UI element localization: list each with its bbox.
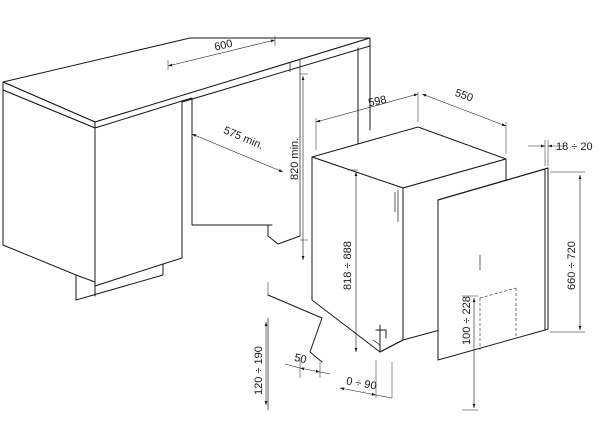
worktop-depth-label: 600 — [213, 38, 234, 54]
niche-height-dimension: 820 min. — [289, 73, 308, 260]
niche-depth-label: 575 min. — [222, 125, 266, 153]
door-height-label: 660 ÷ 720 — [566, 241, 578, 290]
door-height-dimension: 660 ÷ 720 — [550, 171, 585, 333]
plinth-height-dimension: 120 ÷ 190 — [253, 322, 268, 405]
appliance-height-dimension: 818 ÷ 888 — [342, 169, 358, 352]
door-panel — [437, 167, 549, 361]
niche-depth-dimension: 575 min. — [191, 125, 284, 173]
plinth-offset-label: 0 ÷ 90 — [345, 375, 377, 392]
door-thickness-label: 18 ÷ 20 — [556, 141, 593, 153]
appliance-width-dimension: 598 — [315, 92, 419, 150]
appliance-depth-label: 550 — [453, 87, 474, 105]
door-gap-dimension: 100 ÷ 228 — [461, 295, 478, 411]
plinth-detail — [267, 282, 393, 410]
door-thickness-dimension: 18 ÷ 20 — [528, 140, 593, 166]
plinth-depth-label: 50 — [293, 352, 308, 366]
appliance-depth-dimension: 550 — [421, 87, 507, 154]
plinth-depth-dimension: 50 — [284, 352, 331, 375]
plinth-height-label: 120 ÷ 190 — [253, 346, 265, 395]
appliance-width-label: 598 — [367, 94, 387, 110]
plinth-offset-dimension: 0 ÷ 90 — [339, 375, 393, 399]
kitchen-cabinet — [2, 37, 371, 301]
door-gap-label: 100 ÷ 228 — [461, 296, 473, 345]
appliance-height-label: 818 ÷ 888 — [342, 241, 354, 290]
worktop-depth-dimension: 600 — [167, 36, 276, 70]
niche-height-label: 820 min. — [289, 138, 301, 180]
